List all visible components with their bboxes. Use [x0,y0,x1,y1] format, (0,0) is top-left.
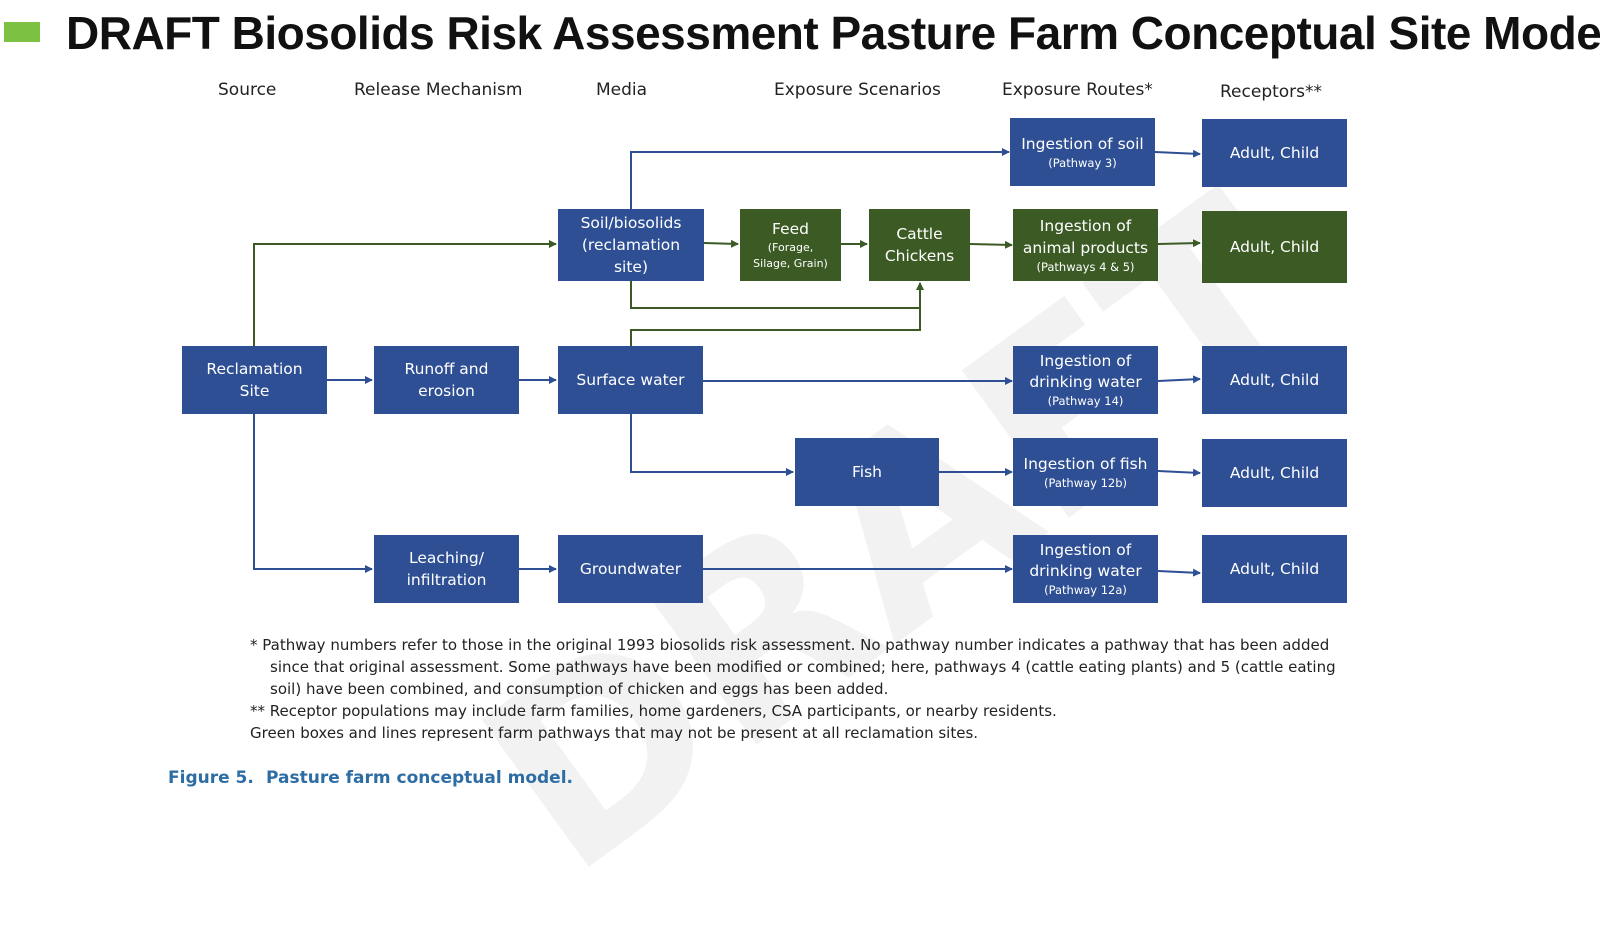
box-ingestion-soil: Ingestion of soil (Pathway 3) [1010,118,1155,186]
note-pathway-numbers-cont-1: since that original assessment. Some pat… [270,658,1336,676]
edge-soil-to-cattle [630,281,924,309]
box-surface-water-label: Surface water [576,371,685,389]
box-reclamation-site: Reclamation Site [182,346,327,414]
box-ingestion-soil-sub: (Pathway 3) [1048,156,1117,170]
box-receptor-animal-products-label: Adult, Child [1229,238,1320,256]
box-receptor-fish: Adult, Child [1202,439,1347,507]
box-receptor-dw12a-label: Adult, Child [1229,560,1320,578]
box-receptor-drinking-water-12a: Adult, Child [1202,535,1347,603]
box-feed-label: Feed [772,220,809,238]
box-ingestion-drinking-water-12a: Ingestion of drinking water (Pathway 12a… [1013,535,1158,603]
header-exposure-scenarios: Exposure Scenarios [774,80,941,100]
box-ingestion-animal-products-sub: (Pathways 4 & 5) [1036,260,1135,274]
edge-animal-route-to-receptor [1157,239,1201,248]
box-soil-biosolids-label: Soil/biosolids (reclamation site) [580,214,682,276]
box-ingestion-soil-label: Ingestion of soil [1021,135,1144,153]
box-fish: Fish [795,438,939,506]
box-receptor-soil-label: Adult, Child [1229,144,1320,162]
edge-cattle-to-ingestion-animal [969,240,1013,249]
box-ingestion-fish-label: Ingestion of fish [1023,455,1148,473]
header-source: Source [218,80,277,100]
box-surface-water: Surface water [558,346,703,414]
note-green-boxes: Green boxes and lines represent farm pat… [250,724,979,742]
box-receptor-fish-label: Adult, Child [1229,464,1320,482]
box-groundwater-label: Groundwater [579,560,682,578]
edge-soil-to-ingestion-soil [630,148,1010,209]
box-cattle-label: Cattle [896,225,943,243]
box-ingestion-animal-products-label: Ingestion of animal products [1022,217,1149,257]
edge-surface-water-to-cattle [630,308,921,346]
figure-caption-text: Pasture farm conceptual model. [266,768,573,788]
edge-dw14-route-to-receptor [1157,375,1201,384]
header-release-mechanism: Release Mechanism [354,80,523,100]
header-receptors: Receptors** [1220,82,1323,102]
box-ingestion-drinking-water-14: Ingestion of drinking water (Pathway 14) [1013,346,1158,414]
box-soil-biosolids: Soil/biosolids (reclamation site) [558,209,704,281]
edge-soil-to-feed [703,239,739,248]
edge-surface-water-to-fish [630,414,794,476]
box-ingestion-dw12a-sub: (Pathway 12a) [1044,583,1127,597]
box-receptor-dw14-label: Adult, Child [1229,371,1320,389]
box-receptor-soil: Adult, Child [1202,119,1347,187]
box-ingestion-dw14-label: Ingestion of drinking water [1029,352,1142,391]
edge-reclamation-to-soil [253,240,557,346]
box-groundwater: Groundwater [558,535,703,603]
note-pathway-numbers: * Pathway numbers refer to those in the … [250,636,1330,654]
figure-number: Figure 5. [168,768,254,788]
box-receptor-drinking-water-14: Adult, Child [1202,346,1347,414]
edge-fish-route-to-receptor [1157,468,1201,477]
box-leaching-infiltration-label: Leaching/ infiltration [406,549,487,589]
edge-soil-route-to-receptor [1154,149,1201,158]
box-fish-label: Fish [852,463,882,481]
title-accent-bar [4,22,40,42]
box-receptor-animal-products: Adult, Child [1202,211,1347,283]
header-exposure-routes: Exposure Routes* [1002,80,1153,100]
figure-caption: Figure 5. Pasture farm conceptual model. [168,768,573,788]
box-runoff-erosion-label: Runoff and erosion [404,360,489,400]
note-pathway-numbers-cont-2: soil) have been combined, and consumptio… [270,680,889,698]
box-chickens-label: Chickens [884,247,955,265]
box-feed: Feed (Forage, Silage, Grain) [740,209,841,281]
box-cattle-chickens: Cattle Chickens [869,209,970,281]
box-ingestion-animal-products: Ingestion of animal products (Pathways 4… [1013,209,1158,281]
edge-dw12a-route-to-receptor [1157,568,1201,577]
box-leaching-infiltration: Leaching/ infiltration [374,535,519,603]
diagram-notes: * Pathway numbers refer to those in the … [250,634,1340,744]
header-media: Media [596,80,648,100]
box-ingestion-dw12a-label: Ingestion of drinking water [1029,541,1142,580]
edge-reclamation-to-leaching [253,414,373,573]
box-ingestion-fish: Ingestion of fish (Pathway 12b) [1013,438,1158,506]
box-ingestion-dw14-sub: (Pathway 14) [1047,394,1124,408]
note-receptor-populations: ** Receptor populations may include farm… [250,702,1057,720]
box-ingestion-fish-sub: (Pathway 12b) [1043,476,1128,490]
diagram-connectors [253,148,1201,577]
box-feed-sub: (Forage, Silage, Grain) [753,241,828,270]
box-reclamation-site-label: Reclamation Site [206,360,303,400]
box-runoff-erosion: Runoff and erosion [374,346,519,414]
page-title: DRAFT Biosolids Risk Assessment Pasture … [66,7,1600,59]
